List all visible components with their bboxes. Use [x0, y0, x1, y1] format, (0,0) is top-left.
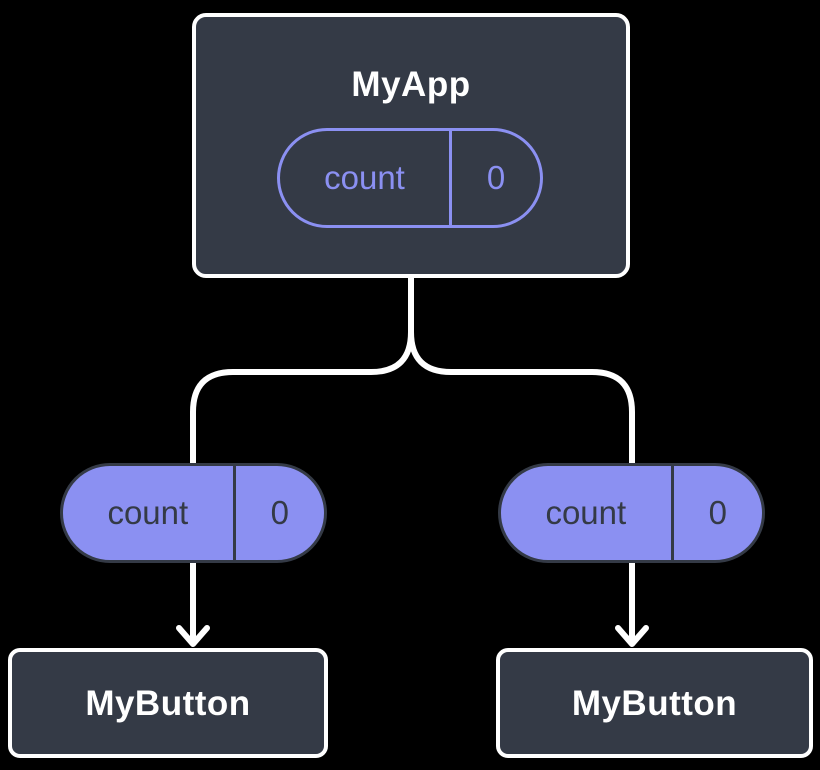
- prop-pill-left-value: 0: [270, 494, 289, 531]
- myapp-title: MyApp: [351, 65, 471, 104]
- mybutton-card-right: MyButton: [496, 648, 813, 758]
- myapp-card: MyApp count 0: [192, 13, 630, 278]
- state-pill-value: 0: [486, 159, 506, 196]
- mybutton-card-left: MyButton: [8, 648, 328, 758]
- fork-branch-left: [190, 272, 414, 470]
- state-pill-label: count: [280, 131, 452, 225]
- fork-branch-right: [408, 272, 635, 470]
- mybutton-left-title: MyButton: [85, 684, 251, 723]
- state-pill: count 0: [277, 128, 543, 228]
- prop-pill-left: count 0: [60, 463, 327, 563]
- mybutton-right-title: MyButton: [571, 684, 738, 723]
- prop-pill-right-value: 0: [708, 494, 727, 531]
- prop-pill-right-label: count: [501, 466, 674, 560]
- arrowhead-down-left-icon: [176, 625, 210, 647]
- arrowhead-down-right-icon: [615, 625, 649, 647]
- prop-pill-right: count 0: [498, 463, 765, 563]
- prop-pill-left-label: count: [63, 466, 236, 560]
